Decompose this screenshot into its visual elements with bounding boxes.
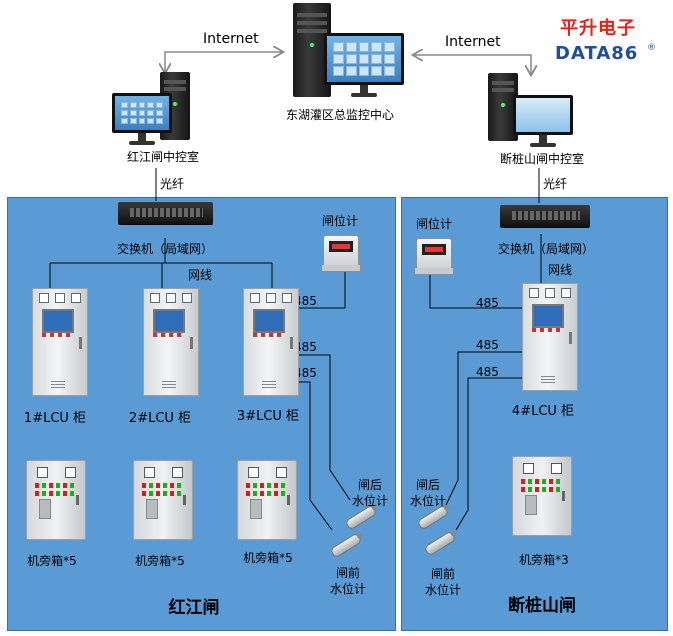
side-box-2 (133, 460, 193, 540)
side-box-4-label: 机旁箱*3 (519, 553, 569, 567)
right-link-rear-485: 485 (476, 338, 499, 352)
fiber-links (155, 168, 540, 203)
left-gate-meter (321, 235, 361, 272)
left-switch (118, 202, 213, 224)
right-station-monitor (513, 95, 573, 147)
lcu-cabinet-3 (243, 288, 299, 396)
fiber-label-right: 光纤 (543, 177, 568, 191)
brand-logo-cn: 平升电子 (560, 18, 636, 39)
center-label: 东湖灌区总监控中心 (285, 108, 395, 122)
left-station-monitor (112, 93, 172, 145)
left-meter-link (290, 268, 346, 309)
left-network (49, 238, 351, 531)
side-box-1 (26, 460, 86, 540)
left-front-sensor-link (290, 381, 333, 531)
right-front-sensor-label-line1: 闸前 (430, 567, 456, 581)
internet-links (165, 52, 531, 74)
lcu-cabinet-2-label: 2#LCU 柜 (128, 411, 192, 426)
lcu-cabinet-3-label: 3#LCU 柜 (236, 409, 300, 424)
internet-link-left (165, 52, 282, 72)
right-gate-meter (414, 238, 454, 275)
right-front-sensor-label-line2: 水位计 (424, 583, 462, 597)
right-front-sensor-link (455, 377, 522, 531)
internet-link-right (414, 55, 531, 74)
side-box-4 (512, 456, 572, 536)
center-monitor (324, 33, 404, 97)
right-switch (500, 205, 590, 227)
right-gate-meter-label: 闸位计 (416, 217, 453, 231)
left-front-sensor-label-line2: 水位计 (329, 582, 367, 596)
lcu-cabinet-1 (32, 288, 88, 396)
right-switch-label: 交换机（局域网） (497, 242, 595, 256)
lcu-cabinet-4-label: 4#LCU 柜 (511, 404, 575, 419)
fiber-label-left: 光纤 (160, 177, 185, 191)
right-rear-sensor-link (445, 351, 522, 506)
left-link-meter-485: 485 (294, 294, 317, 308)
side-box-2-label: 机旁箱*5 (135, 554, 185, 568)
lcu-cabinet-4 (522, 283, 578, 391)
lcu-cabinet-1-label: 1#LCU 柜 (23, 411, 87, 426)
right-network (429, 234, 542, 531)
left-link-rear-485: 485 (294, 340, 317, 354)
left-rear-sensor-label-line1: 闸后 (357, 478, 383, 492)
right-link-front-485: 485 (476, 365, 499, 379)
right-station-label: 断桩山闸中控室 (499, 152, 585, 166)
left-link-front-485: 485 (294, 366, 317, 380)
right-rear-sensor-label-line1: 闸后 (415, 478, 441, 492)
left-region-title: 红江闸 (168, 598, 220, 618)
brand-logo-registered: ® (647, 43, 656, 53)
right-rear-sensor-label-line2: 水位计 (409, 494, 447, 508)
left-station-label: 红江闸中控室 (126, 150, 200, 164)
left-rear-sensor-link (290, 354, 351, 501)
left-front-sensor-label-line1: 闸前 (335, 566, 361, 580)
left-network-label: 网线 (188, 268, 213, 282)
left-switch-label: 交换机（局域网） (116, 242, 214, 256)
right-link-meter-485: 485 (476, 296, 499, 310)
right-region-title: 断桩山闸 (508, 596, 576, 616)
internet-label-left: Internet (203, 31, 259, 47)
right-network-label: 网线 (548, 263, 573, 277)
side-box-1-label: 机旁箱*5 (27, 554, 77, 568)
right-meter-link (429, 270, 522, 309)
brand-logo-en: DATA86 (555, 43, 639, 64)
internet-label-right: Internet (445, 34, 501, 50)
left-rear-sensor-label-line2: 水位计 (351, 494, 389, 508)
left-gate-meter-label: 闸位计 (322, 214, 359, 228)
lcu-cabinet-2 (143, 288, 199, 396)
side-box-3-label: 机旁箱*5 (243, 551, 293, 565)
side-box-3 (237, 460, 297, 540)
